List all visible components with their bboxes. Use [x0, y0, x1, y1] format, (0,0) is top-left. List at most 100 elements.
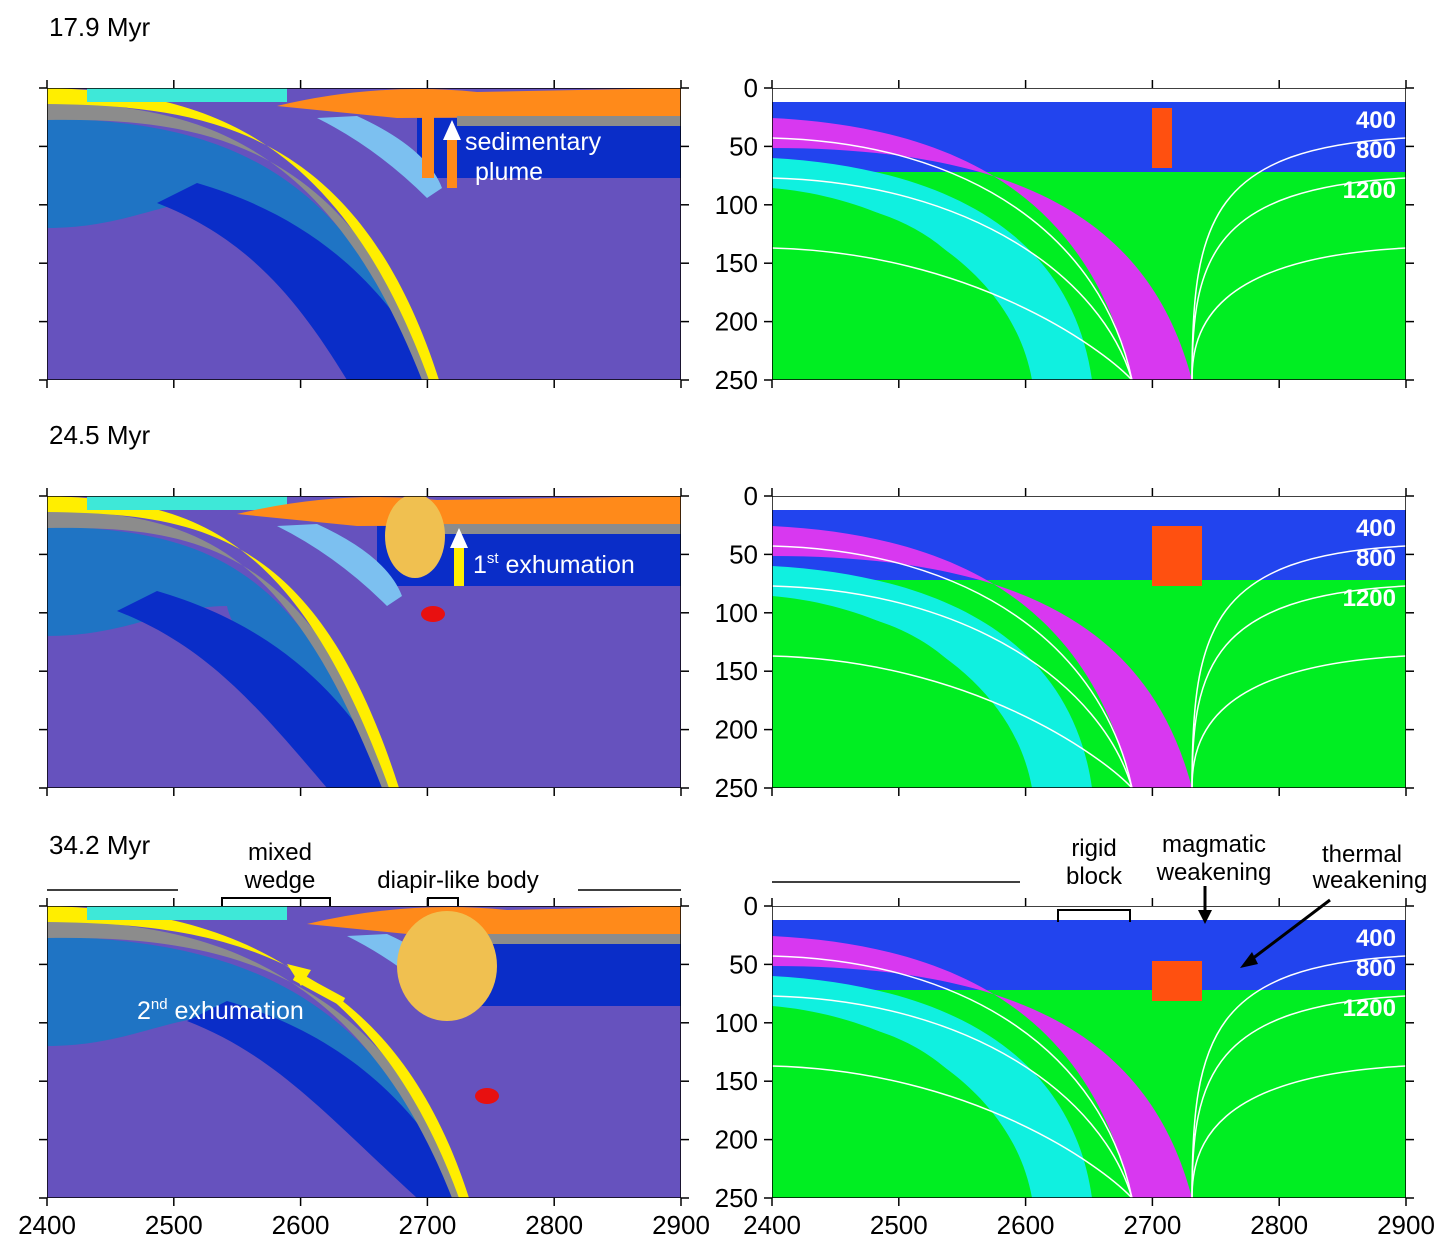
thermal-melt [1152, 526, 1202, 586]
annotation-part: exhumation [499, 551, 635, 579]
overriding-crust [457, 116, 681, 126]
x-tick-label: 2400 [18, 1210, 76, 1240]
subducting-slab-thermal [772, 118, 1192, 380]
annotation-label: 1st exhumation [473, 550, 635, 579]
isotherm-label: 800 [1356, 137, 1396, 164]
deep-thermal [772, 1016, 1012, 1198]
annotation-part: exhumation [168, 997, 304, 1025]
deep-mantle [47, 1016, 417, 1198]
overriding-lithosphere [417, 118, 681, 178]
annotation-label: 2nd exhumation [137, 996, 304, 1025]
y-tick-label: 150 [715, 656, 758, 686]
y-tick-label: 100 [715, 1008, 758, 1038]
sediment-layer [237, 496, 681, 526]
mixed-wedge [317, 116, 442, 198]
annotation-label: rigid [1071, 835, 1116, 862]
melt-pocket [421, 606, 445, 622]
x-tick-label: 2900 [1377, 1210, 1435, 1240]
slab-crust-yellow [47, 496, 399, 788]
annotation-part: 2 [137, 997, 151, 1025]
isotherm-line [772, 655, 1133, 788]
isotherm-label: 400 [1356, 107, 1396, 134]
isotherm-line [1191, 137, 1406, 380]
isotherm-line [772, 177, 1133, 380]
isotherm-line [772, 995, 1133, 1198]
isotherm-line [1191, 995, 1406, 1198]
y-tick-label: 0 [744, 481, 758, 511]
isotherm-label: 400 [1356, 925, 1396, 952]
diapir [397, 911, 497, 1021]
annotation-label: magmatic [1162, 831, 1266, 858]
slab-mantle [157, 183, 437, 380]
isotherm-line [1191, 1065, 1406, 1198]
x-tick-label: 2400 [743, 1210, 801, 1240]
sediment-layer [307, 906, 681, 936]
isotherm-line [772, 545, 1133, 788]
annotation-part: nd [151, 996, 168, 1013]
y-tick-label: 50 [729, 539, 758, 569]
y-tick-label: 200 [715, 1125, 758, 1155]
isotherm-label: 1200 [1343, 995, 1396, 1022]
annotation-label: weakening [1312, 867, 1428, 894]
x-tick-label: 2900 [652, 1210, 710, 1240]
plume-column [422, 98, 434, 178]
y-tick-label: 250 [715, 1183, 758, 1213]
isotherm-line [1191, 545, 1406, 788]
annotation-label: diapir-like body [377, 867, 538, 894]
annotation-arrow-head [1240, 952, 1258, 968]
mixed-wedge [277, 524, 402, 606]
slab-crust-gray [47, 510, 395, 788]
deep-thermal [772, 198, 1012, 380]
x-tick-label: 2800 [525, 1210, 583, 1240]
y-tick-label: 0 [744, 73, 758, 103]
y-tick-label: 0 [744, 891, 758, 921]
slab-crust-gray [47, 920, 465, 1198]
slab-crust-gray [47, 102, 435, 380]
x-tick-label: 2600 [272, 1210, 330, 1240]
annotation-label: plume [475, 158, 543, 186]
isotherm-line [772, 585, 1133, 788]
deep-thermal [772, 606, 1012, 788]
subducting-slab-thermal [772, 936, 1192, 1198]
model-panel-left-content [47, 906, 681, 1198]
annotation-arrow [1247, 898, 1331, 964]
y-tick-label: 200 [715, 715, 758, 745]
y-tick-label: 250 [715, 773, 758, 803]
y-tick-label: 250 [715, 365, 758, 395]
slab-mantle [187, 1001, 467, 1198]
isotherm-line [1191, 177, 1406, 380]
overriding-crust [487, 934, 681, 944]
isotherm-line [1191, 247, 1406, 380]
model-panel-left [39, 898, 689, 1206]
isotherm-line [772, 1065, 1133, 1198]
y-tick-label: 200 [715, 307, 758, 337]
x-tick-label: 2800 [1250, 1210, 1308, 1240]
y-tick-label: 50 [729, 949, 758, 979]
sediment-layer [277, 88, 681, 118]
model-panel-left-content [47, 88, 681, 380]
slab-crust-yellow [47, 906, 469, 1198]
annotation-label: weakening [1156, 859, 1272, 886]
exhumation-arrow-head [450, 528, 468, 548]
slab-mantle [117, 591, 397, 788]
thermal-melt [1152, 108, 1172, 168]
isotherm-label: 400 [1356, 515, 1396, 542]
diapir [385, 496, 445, 578]
y-tick-label: 150 [715, 248, 758, 278]
isotherm-line [1191, 655, 1406, 788]
isotherm-line [772, 955, 1133, 1198]
isotherm-line [772, 247, 1133, 380]
water-layer [87, 906, 287, 920]
annotation-part: st [487, 550, 500, 567]
sky [772, 496, 1406, 514]
x-tick-label: 2700 [398, 1210, 456, 1240]
x-tick-label: 2500 [145, 1210, 203, 1240]
time-label: 34.2 Myr [49, 830, 150, 860]
y-tick-label: 150 [715, 1066, 758, 1096]
annotation-label: mixed [248, 839, 312, 866]
bracket [1057, 909, 1131, 922]
